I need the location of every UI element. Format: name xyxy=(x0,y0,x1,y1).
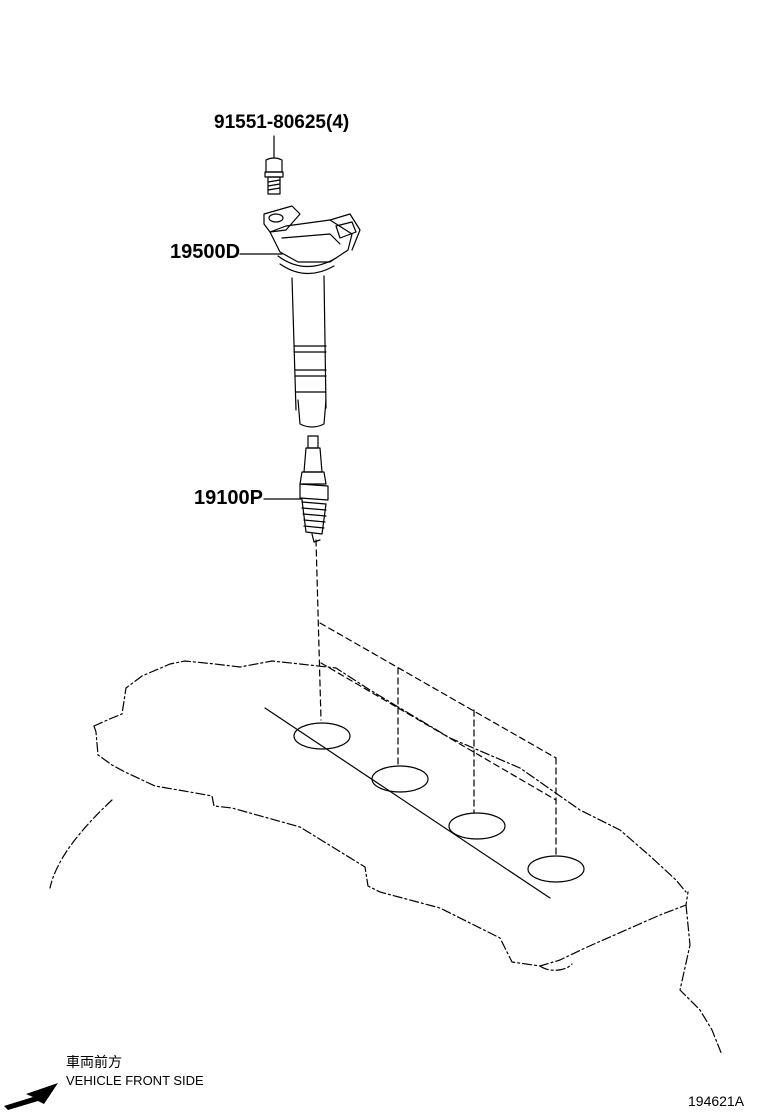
engine-block-outline xyxy=(49,799,723,1056)
ignition-coil-illustration xyxy=(263,205,361,428)
plug-bore-4 xyxy=(527,855,585,883)
spark-plug-illustration xyxy=(299,435,329,543)
plug-bores xyxy=(293,722,585,883)
part-number-spark-plug: 19100P xyxy=(194,487,263,509)
vehicle-front-label-en: VEHICLE FRONT SIDE xyxy=(66,1073,204,1088)
figure-id: 194621A xyxy=(688,1093,745,1109)
part-number-ignition-coil: 19500D xyxy=(170,241,241,263)
bolt-illustration xyxy=(264,157,284,195)
vehicle-front-label-jp: 車両前方 xyxy=(66,1055,122,1071)
arrow-left-down-icon xyxy=(4,1083,58,1110)
plug-bore-3 xyxy=(448,812,506,840)
plug-bore-1 xyxy=(293,722,351,750)
part-number-bolt: 91551-80625(4) xyxy=(214,112,350,133)
cover-center-line xyxy=(264,707,551,899)
plug-bore-2 xyxy=(371,765,429,793)
cylinder-head-cover xyxy=(93,660,689,971)
installation-guide-lines xyxy=(315,539,557,857)
